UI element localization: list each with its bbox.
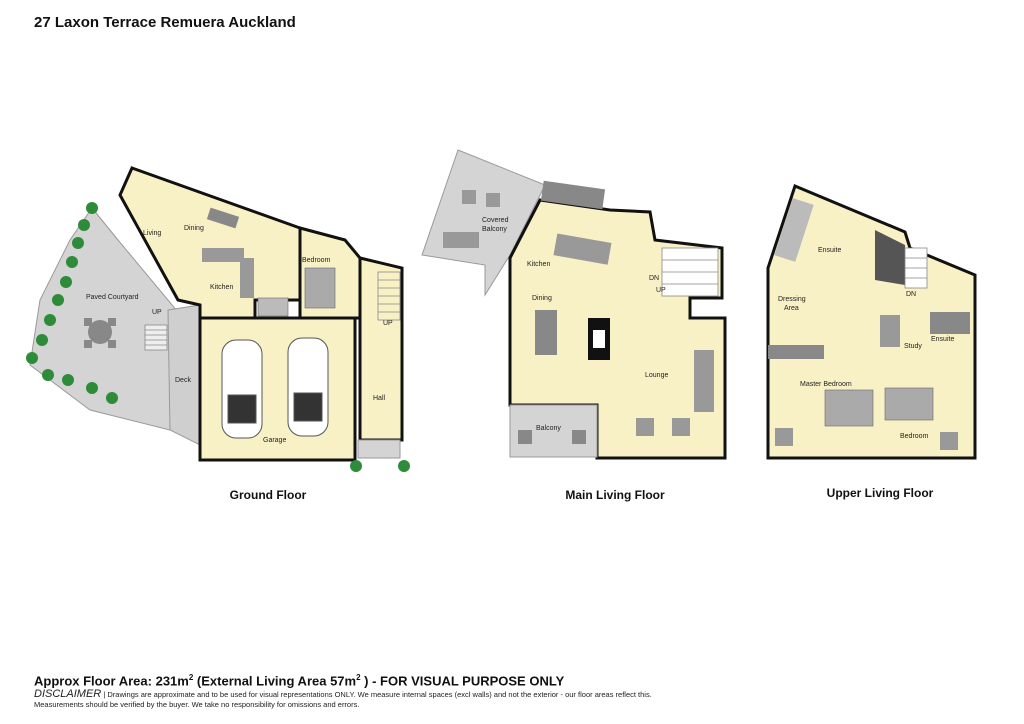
room-label-upper-ensuite-2: Ensuite [931, 336, 954, 343]
hall-area [358, 256, 404, 442]
ground-bed [304, 267, 336, 309]
entry-step [357, 439, 401, 459]
main-kitchen-bench [540, 180, 606, 210]
stair-label-up-hall: UP [383, 320, 393, 327]
caption-ground-floor: Ground Floor [229, 488, 307, 502]
disclaimer-label: DISCLAIMER [34, 688, 102, 700]
second-bed [884, 387, 934, 421]
covered-chair-2 [486, 193, 500, 207]
room-label-lounge: Lounge [645, 372, 668, 379]
deck-area [167, 304, 201, 446]
stair-label-up-main: UP [656, 287, 666, 294]
area-suffix: ) - FOR VISUAL PURPOSE ONLY [360, 673, 565, 689]
kitchen-cabinet [240, 258, 254, 298]
dining-table [206, 207, 240, 229]
room-label-bedroom: Bedroom [302, 257, 331, 264]
stair-label-dn-upper: DN [906, 291, 916, 298]
main-sofa [694, 350, 714, 412]
room-label-main-balcony: Balcony [536, 425, 561, 432]
upper-wardrobe [768, 345, 824, 359]
room-label-study: Study [904, 343, 922, 350]
covered-sofa [443, 232, 479, 248]
master-armchair [775, 428, 793, 446]
upper-ensuite-shower [930, 312, 970, 334]
laundry-box [257, 297, 289, 317]
kitchen-bench [202, 248, 244, 262]
garage-cars [221, 337, 329, 439]
main-armchair-1 [636, 418, 654, 436]
room-label-area: Area [784, 305, 799, 312]
room-label-upper-bedroom: Bedroom [900, 433, 929, 440]
balcony-chair-2 [572, 430, 586, 444]
area-mid: (External Living Area 57m [193, 673, 357, 689]
main-stairs [661, 247, 719, 297]
room-label-master-bedroom: Master Bedroom [800, 381, 852, 388]
main-dining-table [535, 310, 557, 355]
disclaimer-text: | Drawings are approximate and to be use… [34, 690, 652, 709]
stair-label-dn-main: DN [649, 275, 659, 282]
room-label-main-kitchen: Kitchen [527, 261, 550, 268]
study-desk [880, 315, 900, 347]
room-label-kitchen: Kitchen [210, 284, 233, 291]
room-label-paved-courtyard: Paved Courtyard [86, 294, 139, 301]
main-kitchen-island [553, 233, 612, 265]
floor-area-summary: Approx Floor Area: 231m2 (External Livin… [34, 673, 564, 688]
main-armchair-2 [672, 418, 690, 436]
courtyard-steps [144, 324, 168, 351]
room-label-deck: Deck [175, 377, 191, 384]
area-sup-1: 2 [188, 673, 194, 682]
caption-main-living-floor: Main Living Floor [565, 488, 665, 502]
master-bed [824, 389, 874, 427]
room-label-dressing: Dressing [778, 296, 806, 303]
upper-bath [774, 198, 814, 262]
ground-floor-plan: Living Dining Kitchen Bedroom Paved Cour… [26, 166, 410, 472]
area-prefix: Approx Floor Area: 231m [34, 673, 189, 689]
balcony-chair-1 [518, 430, 532, 444]
courtyard-table [84, 318, 116, 348]
upper-living-floor-plan: Ensuite Dressing Area Study Ensuite Mast… [766, 183, 977, 460]
room-label-hall: Hall [373, 395, 386, 402]
hall-stairs [377, 271, 401, 321]
area-sup-2: 2 [356, 673, 361, 682]
bedroom-armchair [940, 432, 958, 450]
covered-chair-1 [462, 190, 476, 204]
room-label-main-dining: Dining [532, 295, 552, 302]
room-label-balcony-covered: Balcony [482, 226, 507, 233]
page-title: 27 Laxon Terrace Remuera Auckland [34, 14, 296, 31]
courtyard-trees [26, 202, 410, 472]
upper-shower [875, 230, 905, 285]
room-label-living: Living [143, 230, 161, 237]
stair-label-up-courtyard: UP [152, 309, 162, 316]
main-fireplace-opening [593, 330, 605, 348]
caption-upper-living-floor: Upper Living Floor [826, 486, 934, 500]
room-label-covered: Covered [482, 217, 509, 224]
room-label-upper-ensuite: Ensuite [818, 247, 841, 254]
room-label-garage: Garage [263, 437, 286, 444]
disclaimer: DISCLAIMER | Drawings are approximate an… [34, 689, 674, 710]
room-label-dining: Dining [184, 225, 204, 232]
main-living-floor-plan: Covered Balcony Kitchen Dining Lounge Ba… [421, 149, 727, 460]
upper-stairs [904, 247, 928, 289]
